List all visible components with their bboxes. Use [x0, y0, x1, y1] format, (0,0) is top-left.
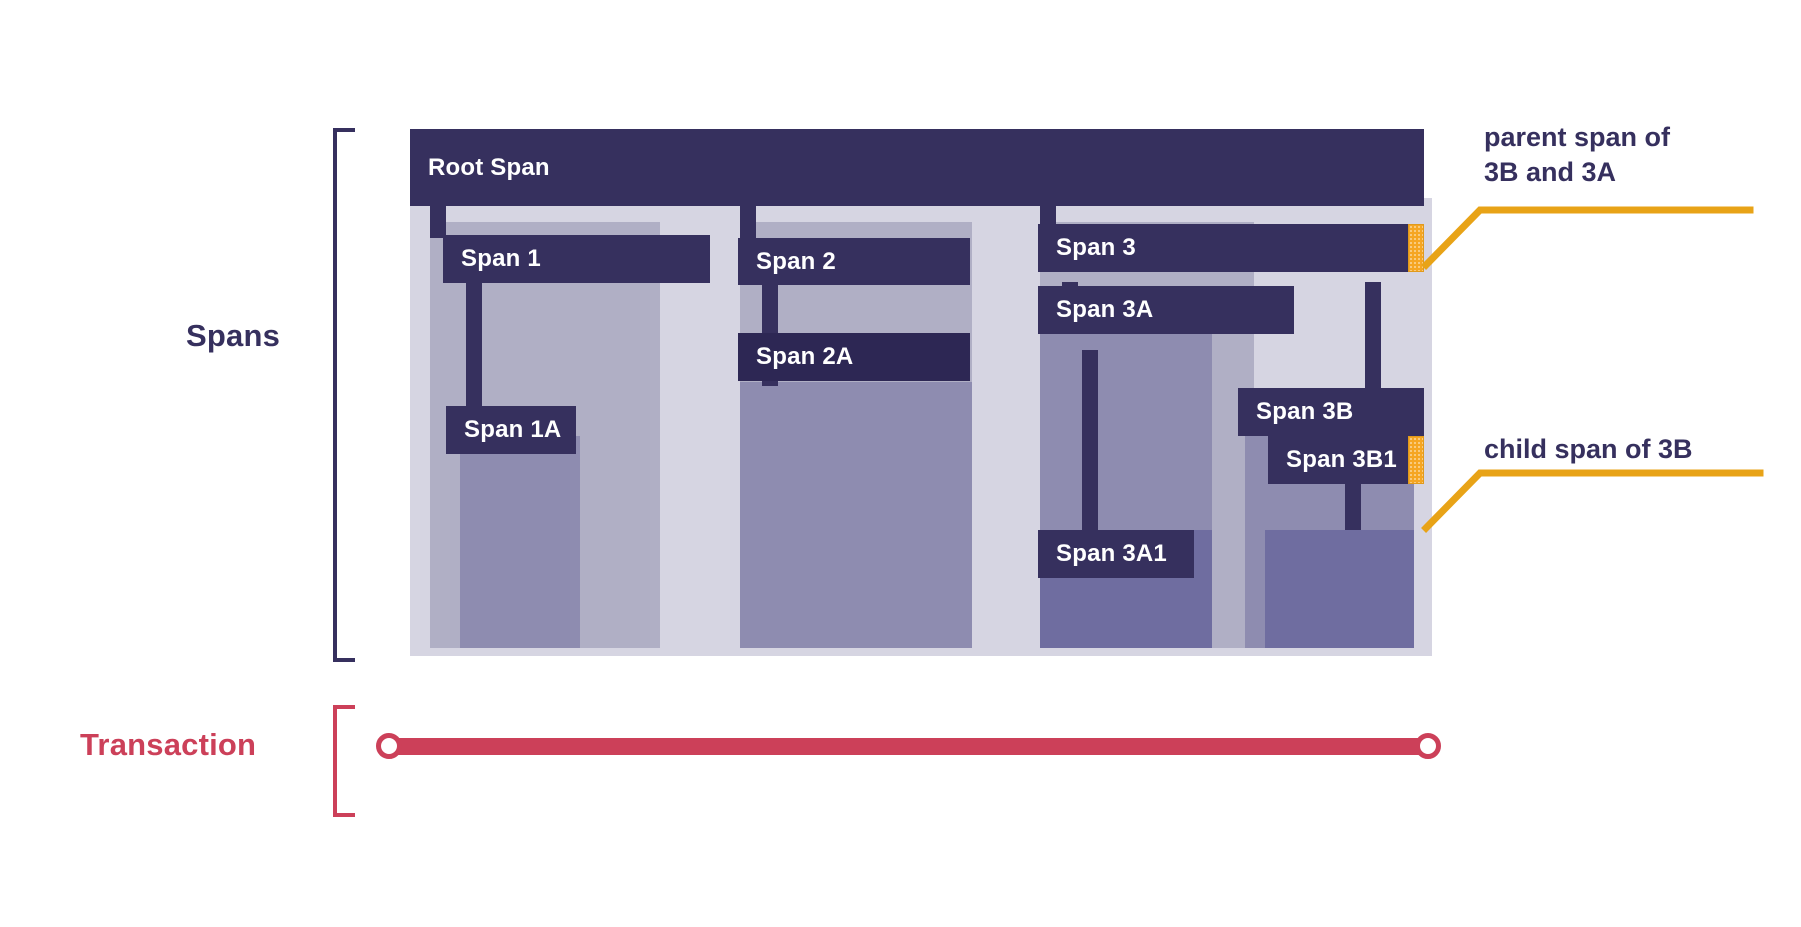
span-bar-span2a[interactable]: Span 2A [738, 333, 970, 381]
track-span3b1 [1265, 530, 1414, 648]
span-bar-span1a[interactable]: Span 1A [446, 406, 576, 454]
spans-bracket [333, 128, 355, 662]
stem-span1-to-span1a [466, 282, 482, 438]
callout-child-span-label: child span of 3B [1484, 434, 1693, 464]
span-bar-span3b[interactable]: Span 3B [1238, 388, 1424, 436]
span-bar-span3[interactable]: Span 3 [1038, 224, 1424, 272]
leader-line-child-span [1421, 469, 1764, 533]
track-span2a [740, 382, 972, 648]
transaction-section-label: Transaction [80, 727, 257, 762]
span-bar-span3a1[interactable]: Span 3A1 [1038, 530, 1194, 578]
span-bar-span1[interactable]: Span 1 [443, 235, 710, 283]
span-bar-root[interactable]: Root Span [410, 129, 1424, 206]
highlight-marker-parent-span [1408, 224, 1424, 272]
transaction-start-marker[interactable] [376, 733, 402, 759]
transaction-duration-bar[interactable] [388, 738, 1431, 755]
span-bar-span3b1[interactable]: Span 3B1 [1268, 436, 1424, 484]
stem-span3-to-span3b [1365, 282, 1381, 394]
span-waterfall-chart: Root Span Span 1 Span 1A Span 2 Span 2A … [410, 129, 1432, 656]
spans-section-label: Spans [186, 318, 281, 353]
transaction-bracket [333, 705, 355, 817]
track-span1a [460, 436, 580, 648]
leader-line-parent-span [1421, 206, 1754, 270]
stem-span3a-to-span3a1 [1082, 350, 1098, 530]
transaction-end-marker[interactable] [1415, 733, 1441, 759]
span-bar-span2[interactable]: Span 2 [738, 238, 970, 285]
span-bar-span3a[interactable]: Span 3A [1038, 286, 1294, 334]
highlight-marker-child-span [1408, 436, 1424, 484]
callout-parent-span-label: parent span of 3B and 3A [1484, 122, 1671, 187]
